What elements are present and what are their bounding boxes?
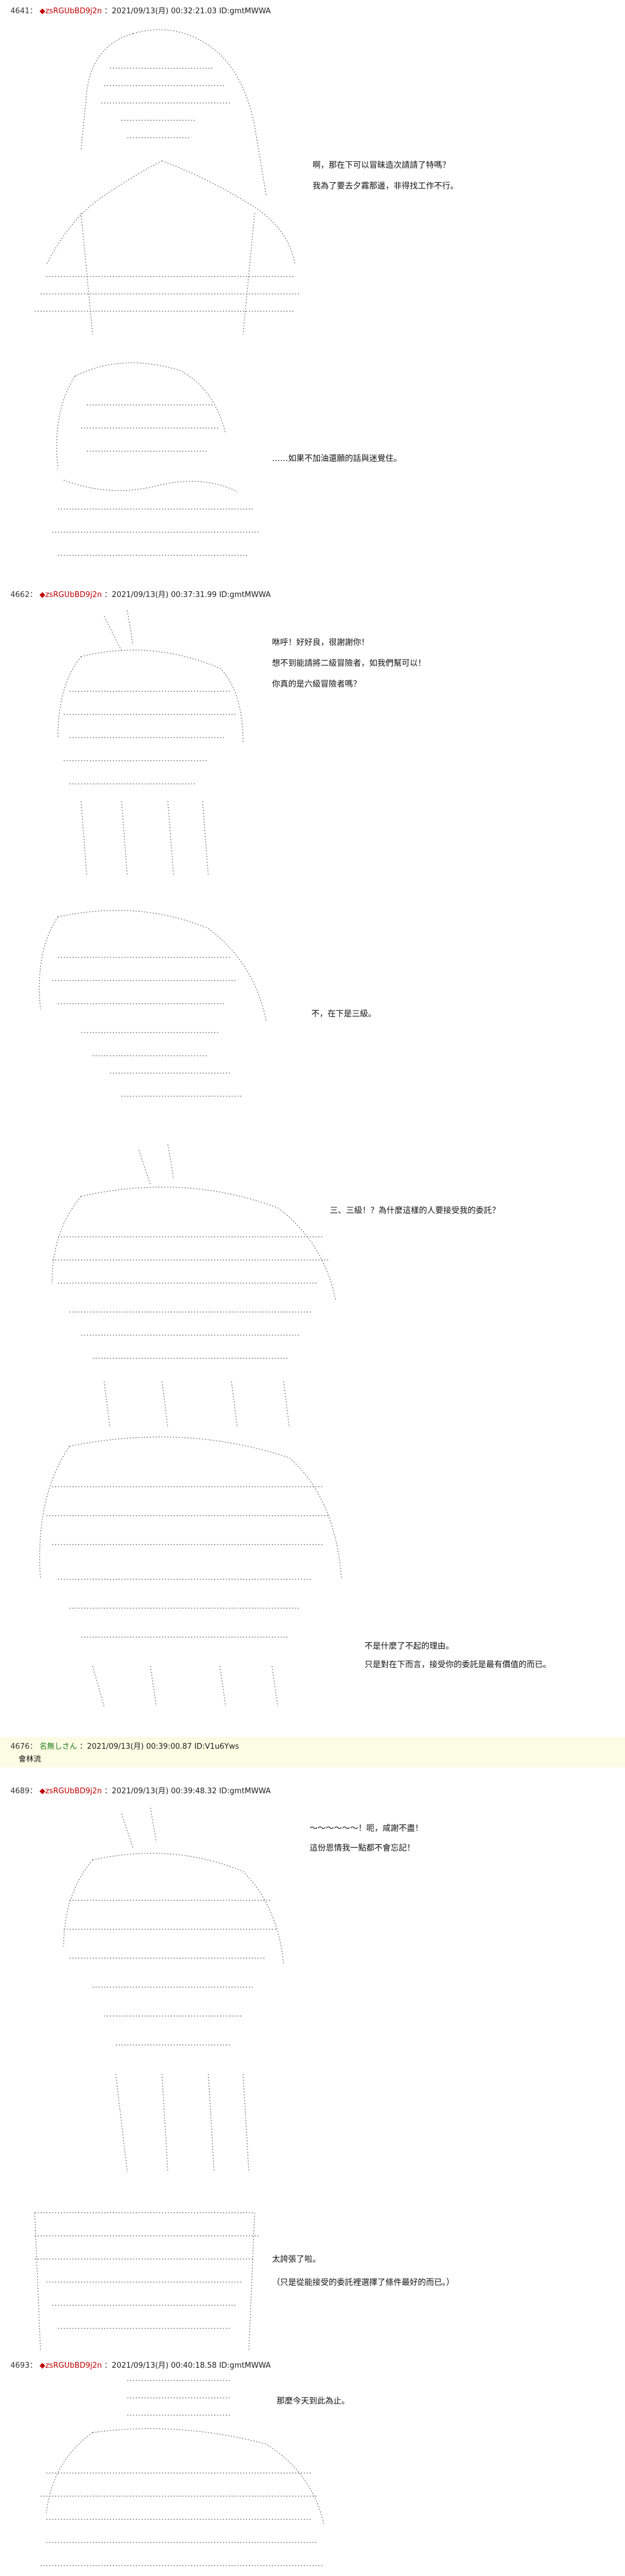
ascii-art-ninja-profile <box>23 905 278 1116</box>
dialog-line: （只是從能接受的委託裡選擇了條件最好的而已。） <box>272 2278 454 2287</box>
post-number[interactable]: 4641： <box>10 7 38 16</box>
poster-name: ◆zsRGUbBD9j2n <box>39 591 102 599</box>
dialog-block: 那麼今天到此為止。 <box>277 2395 350 2408</box>
dialog-block: 三、三級！？為什麼這樣的人要接受我的委託？ <box>330 1204 500 1217</box>
ascii-art-ninja-standing <box>23 22 301 337</box>
dialog-block: 咻呼！好好良，很謝謝你！ 想不到能請將二級冒險者，如我們幫可以！ 你真的是六級冒… <box>272 636 426 691</box>
post-datetime: ：2021/09/13(月) 00:32:21.03 ID:gmtMWWA <box>104 7 271 16</box>
dialog-block: 〜〜〜〜〜〜！呃，咸謝不盡！ 這份恩情我一點都不會忘記！ <box>310 1822 423 1855</box>
post-number[interactable]: 4693： <box>10 2361 38 2370</box>
post-number[interactable]: 4676： <box>10 1742 38 1751</box>
ascii-art-figure <box>57 610 244 877</box>
ascii-art-ninja-face <box>23 2201 266 2354</box>
post-datetime: ：2021/09/13(月) 00:39:48.32 ID:gmtMWWA <box>104 1787 271 1796</box>
post-datetime: ：2021/09/13(月) 00:40:18.58 ID:gmtMWWA <box>104 2361 271 2370</box>
post-header-4693: 4693： ◆zsRGUbBD9j2n ：2021/09/13(月) 00:40… <box>10 2359 271 2370</box>
ascii-art-figure <box>41 2380 325 2566</box>
post-datetime: ：2021/09/13(月) 00:39:00.87 ID:V1u6Yws <box>79 1742 240 1751</box>
dialog-block: ……如果不加油還願的話與迷覺住。 <box>272 452 402 465</box>
reply-highlight <box>0 1737 625 1767</box>
dialog-line: 三、三級！？為什麼這樣的人要接受我的委託？ <box>330 1206 500 1215</box>
dialog-line: 想不到能請將二級冒險者，如我們幫可以！ <box>272 659 426 668</box>
ascii-art-figure <box>34 2212 260 2352</box>
ascii-art-girl-surprised <box>35 1138 359 1439</box>
poster-name: 名無しさん <box>39 1742 78 1751</box>
ascii-art-figure <box>39 910 267 1097</box>
ascii-art-ninja-closeup <box>23 1429 347 1712</box>
dialog-line: 你真的是六級冒險者嗎？ <box>272 680 361 689</box>
poster-name: ◆zsRGUbBD9j2n <box>39 1787 102 1796</box>
post-number[interactable]: 4662： <box>10 591 38 599</box>
ascii-art-figure <box>63 1807 284 2173</box>
dialog-line: 啊，那在下可以冒昧造次請請了特嗎？ <box>312 161 450 170</box>
dialog-line: 那麼今天到此為止。 <box>277 2397 350 2406</box>
dialog-line: 太誇張了啦。 <box>272 2255 321 2264</box>
ascii-art-figure <box>52 1144 336 1428</box>
post-number[interactable]: 4689： <box>10 1787 38 1796</box>
post-header-4689: 4689： ◆zsRGUbBD9j2n ：2021/09/13(月) 00:39… <box>10 1785 271 1796</box>
ascii-art-girl-happy <box>35 605 266 882</box>
ascii-art-figure <box>35 29 301 335</box>
ascii-art-ninja-bust <box>41 353 272 564</box>
ascii-art-figure <box>39 1436 342 1707</box>
reply-text: 會林流 <box>19 1755 42 1764</box>
dialog-line: 〜〜〜〜〜〜！呃，咸謝不盡！ <box>310 1824 423 1833</box>
post-header-4662: 4662： ◆zsRGUbBD9j2n ：2021/09/13(月) 00:37… <box>10 588 271 599</box>
dialog-line: 只是對在下而言，接受你的委託是最有價值的而已。 <box>365 1660 551 1670</box>
dialog-line: 咻呼！好好良，很謝謝你！ <box>272 638 369 647</box>
dialog-line: 我為了要去夕霧那邊，非得找工作不行。 <box>312 182 458 191</box>
dialog-line: ……如果不加油還願的話與迷覺住。 <box>272 454 402 463</box>
post-header-4676: 4676： 名無しさん ：2021/09/13(月) 00:39:00.87 I… <box>10 1740 239 1751</box>
dialog-line: 不，在下是三級。 <box>311 1009 376 1019</box>
ascii-art-figure <box>52 362 260 556</box>
dialog-line: 這份恩情我一點都不會忘記！ <box>310 1844 415 1853</box>
poster-name: ◆zsRGUbBD9j2n <box>39 7 102 16</box>
ascii-art-girl-grateful <box>35 1802 289 2178</box>
dialog-line: 不是什麼了不起的理由。 <box>365 1642 454 1651</box>
post-datetime: ：2021/09/13(月) 00:37:31.99 ID:gmtMWWA <box>104 591 271 599</box>
post-header-4641: 4641： ◆zsRGUbBD9j2n ：2021/09/13(月) 00:32… <box>10 5 271 16</box>
dialog-block: 啊，那在下可以冒昧造次請請了特嗎？ 我為了要去夕霧那邊，非得找工作不行。 <box>312 159 458 193</box>
poster-name: ◆zsRGUbBD9j2n <box>39 2361 102 2370</box>
dialog-block: 不，在下是三級。 <box>311 1008 376 1020</box>
ascii-art-girl-bow <box>23 2375 336 2574</box>
dialog-block: 不是什麼了不起的理由。 只是對在下而言，接受你的委託是最有價值的而已。 <box>365 1640 551 1671</box>
dialog-block: 太誇張了啦。 （只是從能接受的委託裡選擇了條件最好的而已。） <box>272 2253 454 2289</box>
